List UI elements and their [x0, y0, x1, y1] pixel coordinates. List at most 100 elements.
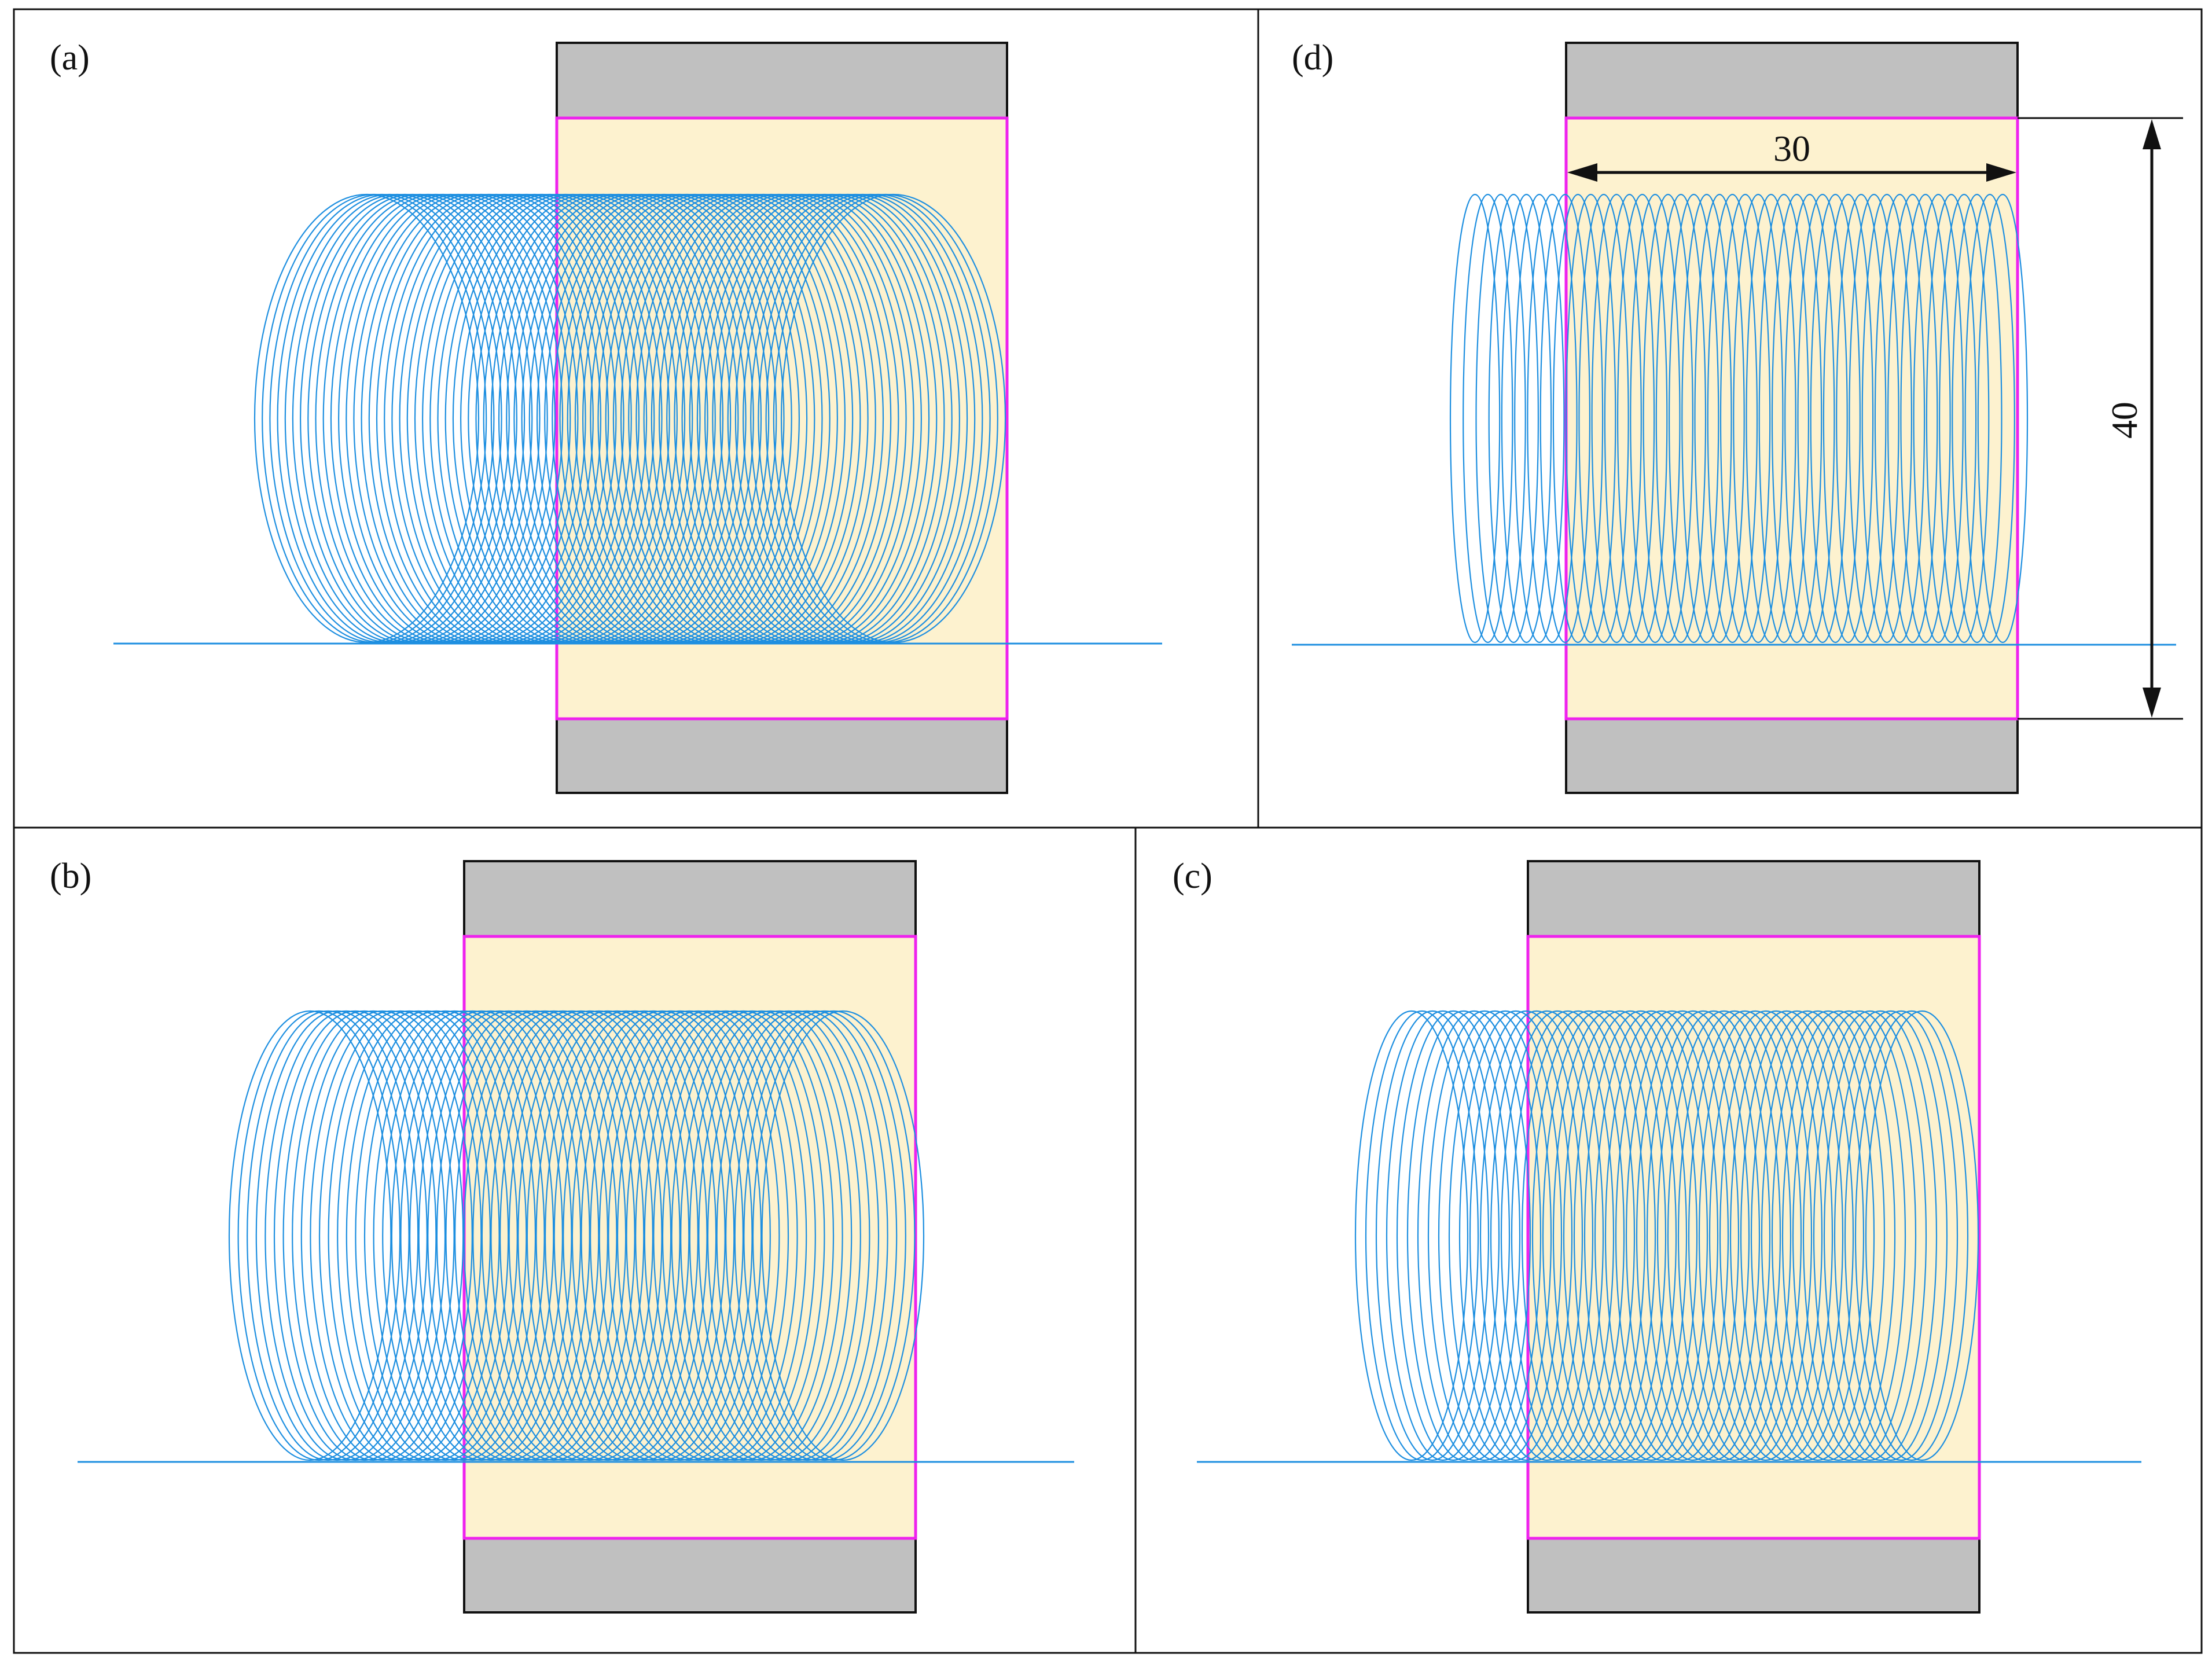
coil-turn [580, 1010, 744, 1461]
coil-turn [1417, 1010, 1531, 1461]
coil-turn [237, 1010, 401, 1461]
coil-turn [418, 1010, 582, 1461]
coil-turn [363, 1010, 527, 1461]
coil-turn [292, 1010, 455, 1461]
coil-turn [463, 1010, 627, 1461]
coil-turn [1708, 1010, 1823, 1461]
arrowhead-bottom [2143, 688, 2161, 718]
coil-turn [1964, 193, 2015, 644]
coil-turn [1521, 1010, 1636, 1461]
coil-turn [1797, 193, 1848, 644]
width-dimension-label: 30 [1773, 128, 1810, 169]
coil-turn [247, 1010, 410, 1461]
coil-turn [1849, 193, 1899, 644]
panel-a: (a) [50, 38, 1162, 794]
coil-turn [1694, 193, 1745, 644]
coil-turn [635, 1010, 798, 1461]
coil-turn [1926, 193, 1977, 644]
coil-turn [1604, 1010, 1719, 1461]
coil-turn [1365, 1010, 1479, 1461]
coil-turn [1643, 193, 1693, 644]
coil-turn [590, 1010, 753, 1461]
coil-turn [300, 1010, 464, 1461]
top-pole-block [463, 860, 917, 938]
coil-turn [662, 1010, 825, 1461]
bottom-pole-block [1565, 718, 2019, 794]
coil-turn [725, 1010, 888, 1461]
coil-turn [1938, 193, 1990, 644]
coil-turn [1458, 1010, 1573, 1461]
coil-turn [1438, 1010, 1552, 1461]
panel-c: (c) [1173, 857, 2141, 1614]
coil-turn [1604, 193, 1655, 644]
coil-turn [400, 1010, 563, 1461]
coil-turn [1490, 1010, 1604, 1461]
coil-turn [1552, 1010, 1667, 1461]
arrowhead-top [2143, 119, 2161, 149]
height-dimension: 40 [2018, 117, 2183, 720]
coil-turn [1565, 193, 1616, 644]
coil-turn [1861, 193, 1912, 644]
coil-turn [626, 1010, 789, 1461]
coil-turn [1531, 1010, 1646, 1461]
bottom-pole-block [463, 1537, 917, 1614]
coil-turn [1977, 193, 2029, 644]
coil-turn [1688, 1010, 1802, 1461]
coil-d [1449, 193, 2029, 644]
coil-turn [337, 1010, 500, 1461]
coil-turn [1707, 193, 1758, 644]
coil-turn [1514, 193, 1565, 644]
coil-turn [472, 1010, 635, 1461]
top-pole-block [1565, 42, 2019, 119]
coil-turn [1802, 1010, 1917, 1461]
coil-turn [1646, 1010, 1761, 1461]
coil-turn [517, 1010, 681, 1461]
coil-turn [1758, 193, 1809, 644]
coil-c [1354, 1010, 1979, 1461]
coil-turn [1952, 193, 2002, 644]
panel-label-b: (b) [50, 857, 91, 896]
coil-turn [1771, 1010, 1886, 1461]
coil-turn [318, 1010, 482, 1461]
coil-turn [1913, 193, 1964, 644]
coil-turn [1625, 1010, 1740, 1461]
coil-turn [1500, 1010, 1615, 1461]
coil-turn [1563, 1010, 1677, 1461]
coil-turn [526, 1010, 690, 1461]
coil-turn [454, 1010, 618, 1461]
coil-turn [743, 1010, 906, 1461]
coil-turn [1865, 1010, 1979, 1461]
frame [13, 8, 2203, 1654]
coil-turn [1656, 1010, 1771, 1461]
coil-turn [1573, 1010, 1688, 1461]
coil-turn [1449, 193, 1501, 644]
coil-turn [1833, 1010, 1948, 1461]
coil-turn [228, 1010, 392, 1461]
coil-turn [255, 1010, 419, 1461]
coil-turn [481, 1010, 645, 1461]
coil-turn [1630, 193, 1681, 644]
coil-turn [273, 1010, 437, 1461]
coil-turn [1479, 1010, 1594, 1461]
coil-turn [391, 1010, 554, 1461]
coil-turn [1719, 1010, 1833, 1461]
coil-turn [328, 1010, 491, 1461]
coil-turn [1761, 1010, 1875, 1461]
coil-turn [571, 1010, 735, 1461]
coil-turn [436, 1010, 600, 1461]
coil-turn [1667, 1010, 1781, 1461]
coil-turn [680, 1010, 843, 1461]
coil-turn [1844, 1010, 1959, 1461]
coil-turn [445, 1010, 608, 1461]
coil-turn [1386, 1010, 1500, 1461]
coil-turn [689, 1010, 853, 1461]
coil-turn [1677, 1010, 1792, 1461]
coil-turn [1591, 193, 1642, 644]
coil-turn [1784, 193, 1835, 644]
coil-turn [508, 1010, 672, 1461]
coil-turn [1854, 1010, 1969, 1461]
top-pole-block [556, 42, 1008, 119]
coil-turn [1475, 193, 1526, 644]
coil-a [253, 193, 1006, 644]
